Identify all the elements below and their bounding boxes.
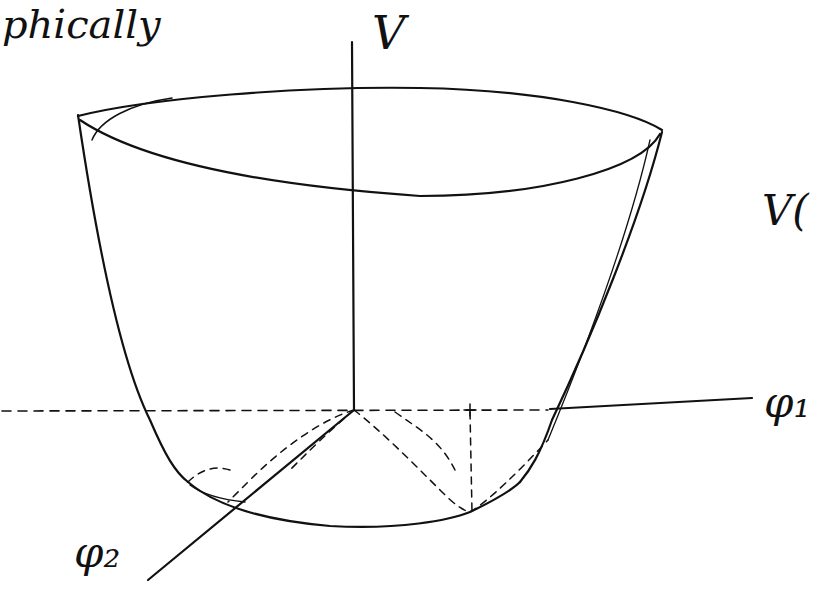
hat-dash-back [395,412,455,470]
formula-fragment: V( [762,190,809,232]
axis-label: V [372,10,405,56]
left-wall [78,115,188,482]
hat-dash-left [228,410,354,502]
trough-dash-left [188,468,230,482]
depth-dash [470,412,472,512]
rim-stroke [92,98,172,140]
rim-back [78,88,662,130]
heading-fragment: phically [2,4,161,44]
v-axis [352,42,354,410]
trough-front [188,482,520,527]
axis-label: φ₁ [764,382,810,424]
hat-dash-right [354,410,470,512]
tick-mark [464,404,476,416]
trough-dash-right [470,440,548,512]
right-wall-inner [548,140,650,440]
rim-front [80,120,660,196]
phi2-axis [148,410,354,580]
axis-label: φ₂ [74,532,120,574]
hat-dash-mid [290,410,354,470]
right-wall [520,132,662,482]
phi1-axis [550,398,752,409]
